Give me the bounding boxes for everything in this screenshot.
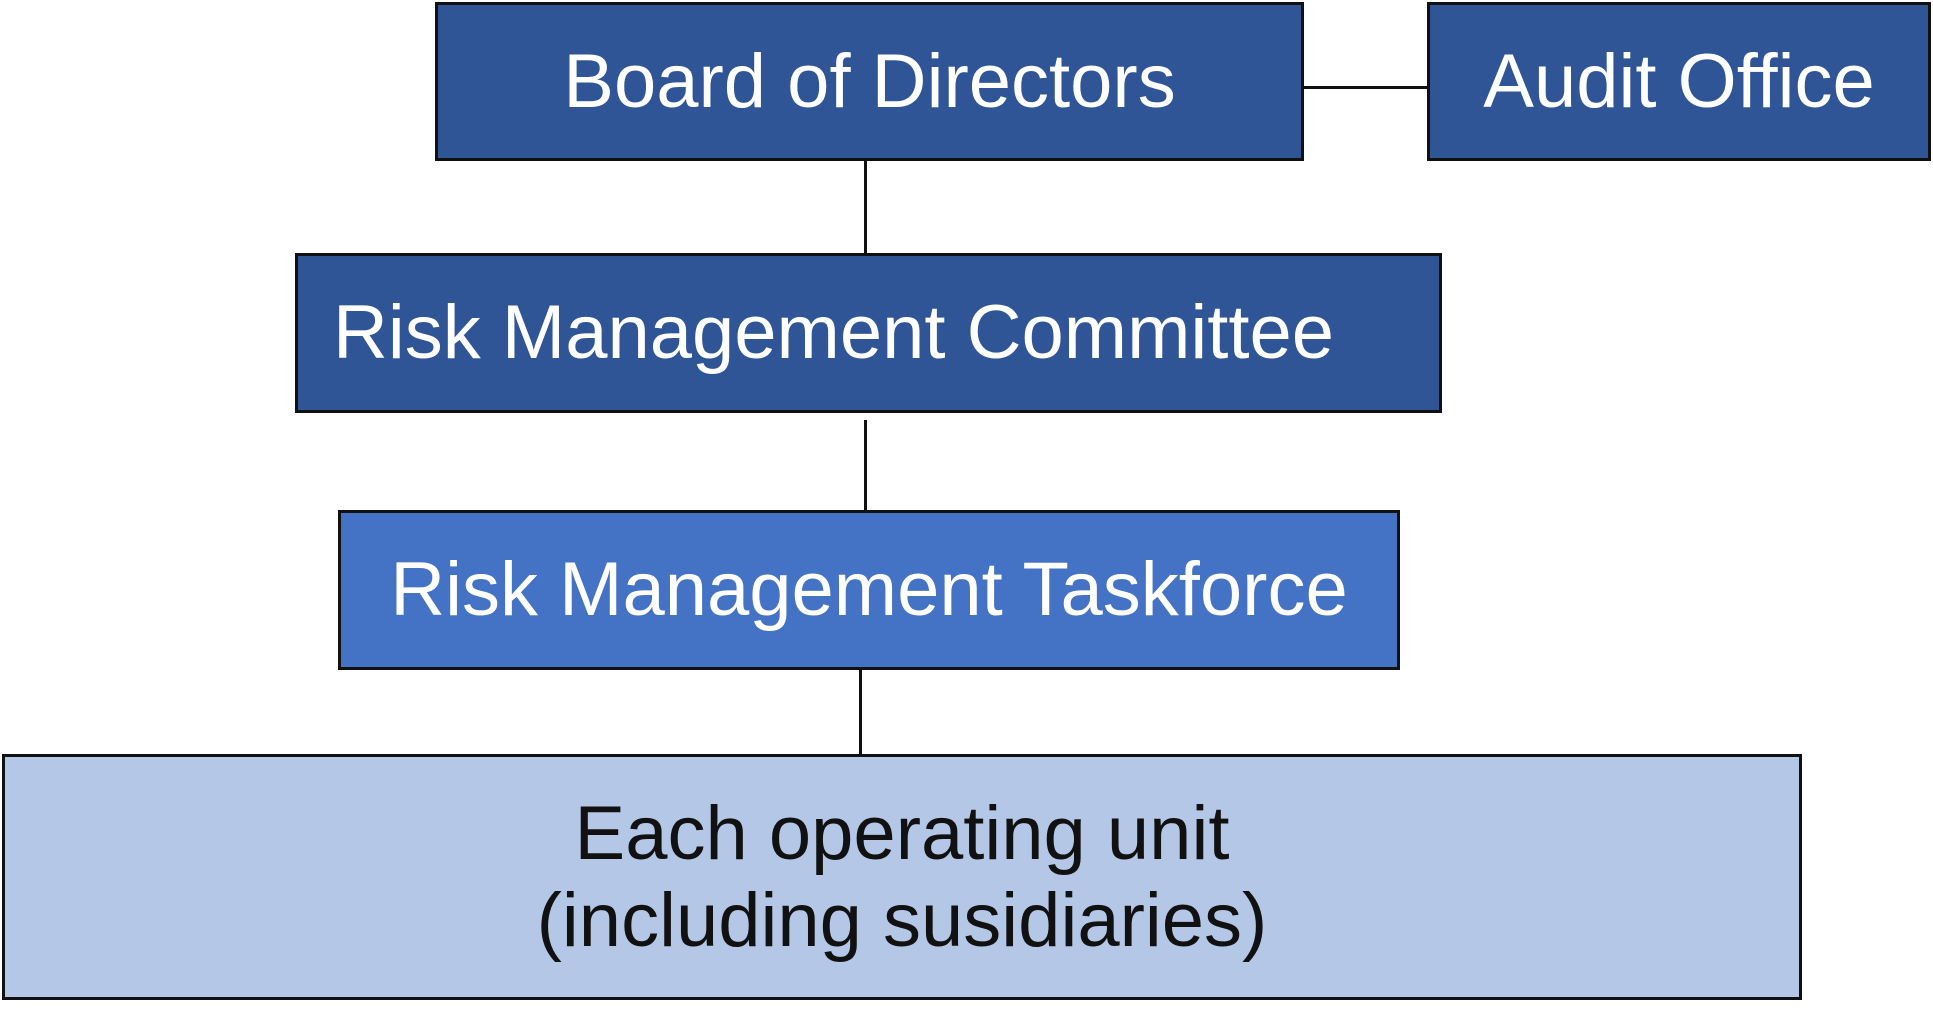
board-of-directors-label: Board of Directors xyxy=(563,38,1176,124)
connector-taskforce-operating-unit xyxy=(859,670,862,754)
audit-office-node: Audit Office xyxy=(1427,2,1931,161)
audit-office-label: Audit Office xyxy=(1483,38,1875,124)
operating-unit-label-line1: Each operating unit xyxy=(574,790,1230,876)
risk-management-taskforce-node: Risk Management Taskforce xyxy=(338,510,1400,670)
board-of-directors-node: Board of Directors xyxy=(435,2,1304,161)
connector-board-risk-committee xyxy=(864,161,867,253)
connector-risk-committee-taskforce xyxy=(864,420,867,510)
operating-unit-node: Each operating unit (including susidiari… xyxy=(2,754,1802,1000)
risk-management-committee-label: Risk Management Committee xyxy=(333,290,1335,376)
operating-unit-label-line2: (including susidiaries) xyxy=(536,878,1268,963)
risk-management-taskforce-label: Risk Management Taskforce xyxy=(390,547,1348,633)
risk-management-committee-node: Risk Management Committee xyxy=(295,253,1442,413)
connector-board-audit xyxy=(1304,86,1427,89)
